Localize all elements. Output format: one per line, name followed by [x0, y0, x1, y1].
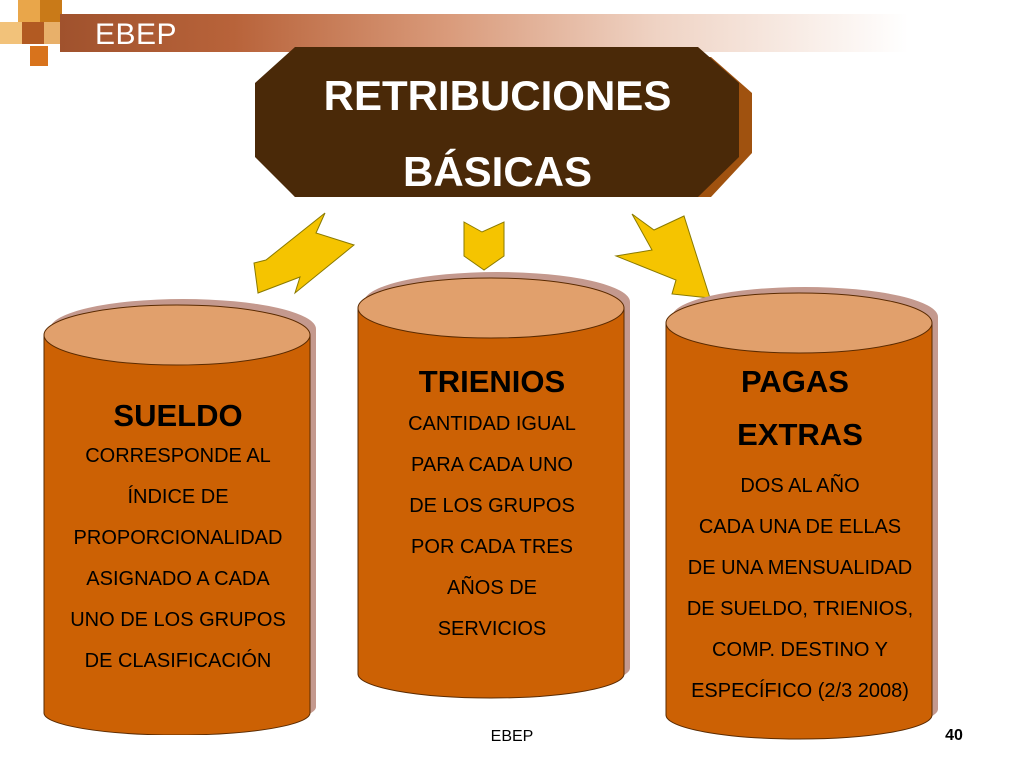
title-line-1: RETRIBUCIONES — [323, 72, 672, 119]
cylinder-line: CANTIDAD IGUAL — [408, 413, 576, 435]
cylinder-sueldo-content: SUELDO CORRESPONDE AL ÍNDICE DE PROPORCI… — [40, 396, 316, 682]
cylinder-line: CORRESPONDE AL — [85, 445, 271, 467]
cylinder-heading: TRIENIOS — [418, 364, 566, 399]
cylinder-line: DE UNA MENSUALIDAD — [687, 557, 913, 579]
cylinder-trienios-content: TRIENIOS CANTIDAD IGUAL PARA CADA UNO DE… — [352, 360, 632, 650]
cylinder-sueldo — [43, 299, 316, 735]
header-bar — [60, 14, 1024, 52]
cylinder-heading: SUELDO — [113, 398, 243, 433]
diagram-title: RETRIBUCIONES BÁSICAS — [255, 58, 740, 210]
cylinder-line: CADA UNA DE ELLAS — [698, 516, 902, 538]
cylinder-line: UNO DE LOS GRUPOS — [70, 609, 286, 631]
cylinder-line: POR CADA TRES — [411, 536, 573, 558]
arrow-right — [614, 213, 711, 299]
cylinder-line: DE CLASIFICACIÓN — [84, 650, 272, 672]
cylinder-line: ESPECÍFICO (2/3 2008) — [691, 680, 909, 702]
cylinder-line: DE SUELDO, TRIENIOS, — [686, 598, 914, 620]
arrow-down — [463, 221, 505, 271]
cylinder-line: DOS AL AÑO — [740, 475, 860, 497]
footer-label: EBEP — [490, 728, 534, 745]
arrow-left — [253, 212, 356, 295]
title-line-2: BÁSICAS — [402, 148, 593, 195]
header-title: EBEP — [95, 18, 178, 51]
cylinder-trienios — [357, 272, 630, 699]
cylinder-line: ÍNDICE DE — [127, 486, 229, 508]
cylinder-pagas-extras-content: PAGAS EXTRAS DOS AL AÑO CADA UNA DE ELLA… — [660, 360, 940, 712]
cylinder-line: PROPORCIONALIDAD — [73, 527, 283, 549]
cylinder-line: ASIGNADO A CADA — [86, 568, 270, 590]
cylinder-heading: EXTRAS — [737, 417, 863, 452]
cylinder-line: DE LOS GRUPOS — [409, 495, 575, 517]
cylinder-line: SERVICIOS — [437, 618, 547, 640]
title-box — [255, 47, 752, 197]
cylinder-line: AÑOS DE — [446, 577, 538, 599]
corner-decoration — [0, 0, 62, 70]
page-number: 40 — [945, 727, 963, 744]
cylinder-line: PARA CADA UNO — [411, 454, 573, 476]
cylinder-heading: PAGAS — [741, 364, 849, 399]
cylinder-pagas-extras — [665, 287, 938, 740]
cylinder-line: COMP. DESTINO Y — [712, 639, 888, 661]
